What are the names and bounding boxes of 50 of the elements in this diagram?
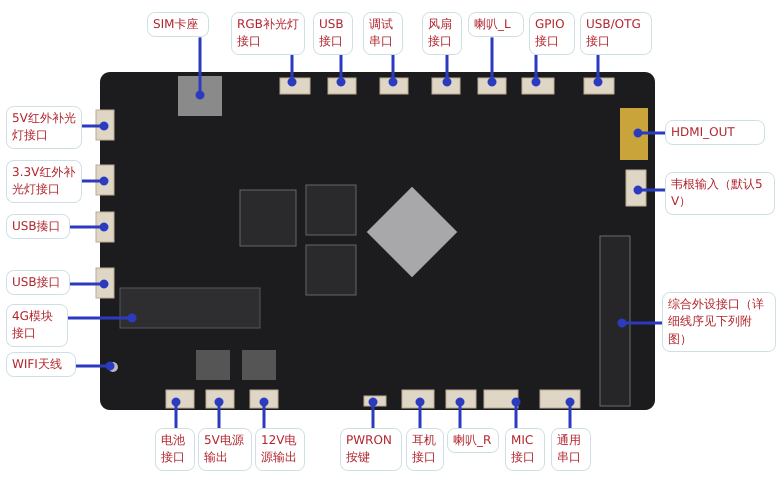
leader-line — [416, 398, 424, 428]
leader-line — [566, 398, 574, 428]
callout-box: SIM卡座 — [147, 12, 209, 38]
callout-box: 4G模块接口 — [6, 304, 68, 347]
leader-line — [214, 398, 224, 428]
callout-box: 5V电源输出 — [198, 428, 252, 471]
leader-line — [82, 176, 108, 186]
leader-line — [336, 54, 346, 86]
callout-box: 喇叭_R — [447, 428, 499, 454]
callout-box: 风扇接口 — [422, 12, 462, 55]
callout-box: USB揍口 — [6, 214, 70, 240]
callout-box: USB接口 — [6, 270, 70, 296]
leader-line — [70, 280, 108, 288]
leader-line — [196, 37, 204, 100]
leader-line — [368, 398, 378, 428]
callout-box: 韦根输入（默认5V） — [665, 172, 775, 215]
callout-box: 通用串口 — [551, 428, 591, 471]
leader-line — [512, 398, 520, 428]
callout-box: 3.3V红外补光灯接口 — [6, 160, 82, 203]
callout-box: 调试串口 — [363, 12, 403, 55]
callout-box: GPIO接口 — [529, 12, 575, 55]
callout-box: RGB补光灯接口 — [231, 12, 305, 55]
leader-line — [70, 222, 108, 232]
leader-line — [488, 37, 496, 86]
leader-line — [634, 186, 665, 194]
leader-line — [442, 54, 452, 86]
leader-line — [260, 398, 268, 428]
leader-line — [388, 54, 398, 86]
callout-box: PWRON按键 — [340, 428, 402, 471]
leader-line — [172, 398, 180, 428]
leader-line — [82, 122, 108, 130]
callout-box: 12V电源输出 — [255, 428, 305, 471]
leader-line — [532, 54, 540, 86]
callout-box: 喇叭_L — [468, 12, 524, 38]
callout-box: HDMI_OUT — [665, 120, 765, 146]
leader-line — [456, 398, 464, 428]
leader-line — [76, 362, 114, 370]
callout-box: 综合外设接口（详细线序见下列附图） — [662, 292, 776, 352]
leader-line — [594, 54, 602, 86]
callout-box: 电池接口 — [155, 428, 195, 471]
leader-line — [68, 314, 136, 322]
leader-line — [288, 54, 296, 86]
callout-box: 耳机接口 — [406, 428, 444, 471]
callout-box: MIC接口 — [505, 428, 545, 471]
leader-line — [634, 128, 665, 138]
callout-box: USB接口 — [313, 12, 353, 55]
callout-box: 5V红外补光灯接口 — [6, 106, 82, 149]
callout-box: WIFI天线 — [6, 352, 76, 378]
callout-box: USB/OTG接口 — [580, 12, 652, 55]
leader-line — [618, 318, 662, 328]
